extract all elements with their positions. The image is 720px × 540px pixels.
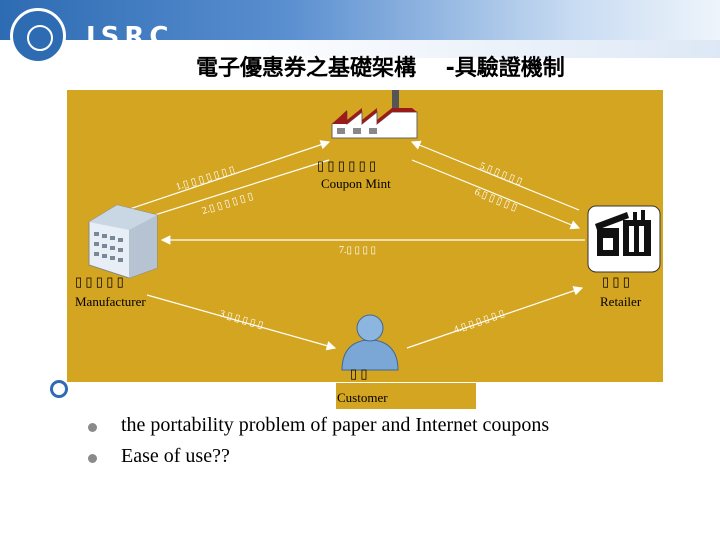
org-label: ISRC	[86, 22, 174, 52]
edge-7-label: 7.▯ ▯ ▯ ▯	[339, 245, 376, 256]
coupon-mint-label: Coupon Mint	[321, 176, 391, 191]
edge-5-line	[410, 140, 580, 211]
coupon-mint-glyphs: ▯ ▯ ▯ ▯ ▯ ▯	[317, 158, 376, 173]
bullet-dot-icon	[88, 423, 97, 432]
edge-5-label: 5.▯ ▯ ▯ ▯ ▯	[478, 161, 524, 188]
retailer-glyphs: ▯ ▯ ▯	[602, 274, 630, 289]
university-logo	[10, 8, 66, 64]
edge-1-label: 1.▯ ▯ ▯ ▯ ▯ ▯ ▯	[175, 165, 237, 193]
factory-icon	[331, 90, 418, 139]
manufacturer-glyphs: ▯ ▯ ▯ ▯ ▯	[75, 274, 124, 289]
retailer-label: Retailer	[600, 294, 642, 309]
customer-label: Customer	[337, 390, 388, 405]
manufacturer-label: Manufacturer	[75, 294, 146, 309]
header-bar	[0, 0, 720, 40]
edge-1-line	[96, 140, 331, 221]
person-icon	[341, 314, 399, 371]
header-fade	[0, 40, 720, 58]
outline-bullet	[50, 380, 68, 398]
edge-2-label: 2.▯ ▯ ▯ ▯ ▯ ▯	[201, 191, 255, 217]
edge-6-line	[411, 159, 581, 230]
coupon-architecture-diagram: ▯ ▯ ▯ ▯ ▯ ▯ Coupon Mint ▯ ▯ ▯ ▯ ▯ Manufa…	[67, 90, 663, 382]
store-icon	[587, 205, 661, 273]
edge-4-line	[406, 286, 584, 349]
edge-3-line	[146, 294, 337, 351]
edge-3-label: 3.▯ ▯ ▯ ▯ ▯	[218, 308, 264, 331]
building-icon	[88, 204, 158, 279]
edge-4-label: 4.▯ ▯ ▯ ▯ ▯ ▯	[452, 308, 506, 336]
edge-6-label: 6.▯ ▯ ▯ ▯ ▯	[473, 187, 519, 214]
bullet-dot-icon	[88, 454, 97, 463]
customer-glyphs: ▯ ▯	[350, 366, 368, 381]
customer-label-backdrop	[336, 383, 476, 409]
slide-title: 電子優惠券之基礎架構 -具驗證機制	[196, 56, 565, 81]
